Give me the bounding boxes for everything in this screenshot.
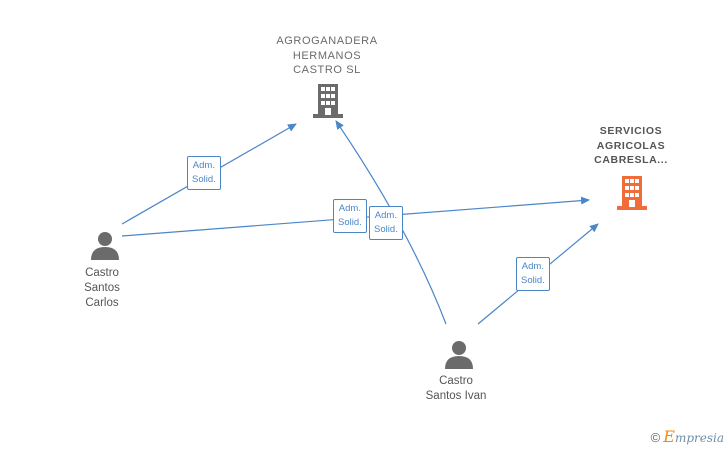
company-label-agroganadera[interactable]: AGROGANADERA HERMANOS CASTRO SL — [276, 35, 378, 76]
person-icon[interactable] — [90, 230, 120, 260]
building-icon[interactable] — [617, 176, 647, 210]
edge-label-carlos-servicios: Adm. Solid. — [333, 199, 367, 233]
edge-label-carlos-agroganadera: Adm. Solid. — [187, 156, 221, 190]
edge-label-ivan-servicios: Adm. Solid. — [516, 257, 550, 291]
edge-label-ivan-agroganadera: Adm. Solid. — [369, 206, 403, 240]
person-icon[interactable] — [444, 339, 474, 369]
person-label-ivan[interactable]: Castro Santos Ivan — [425, 375, 487, 402]
building-icon[interactable] — [313, 84, 343, 118]
brand-name: mpresia — [674, 431, 724, 445]
copyright-symbol: © — [650, 430, 661, 445]
brand-e-letter: E — [663, 427, 675, 446]
company-label-servicios[interactable]: SERVICIOS AGRICOLAS CABRESLA... — [594, 125, 668, 166]
person-label-carlos[interactable]: Castro Santos Carlos — [84, 267, 120, 309]
brand-logo: © Empresia — [651, 427, 724, 446]
